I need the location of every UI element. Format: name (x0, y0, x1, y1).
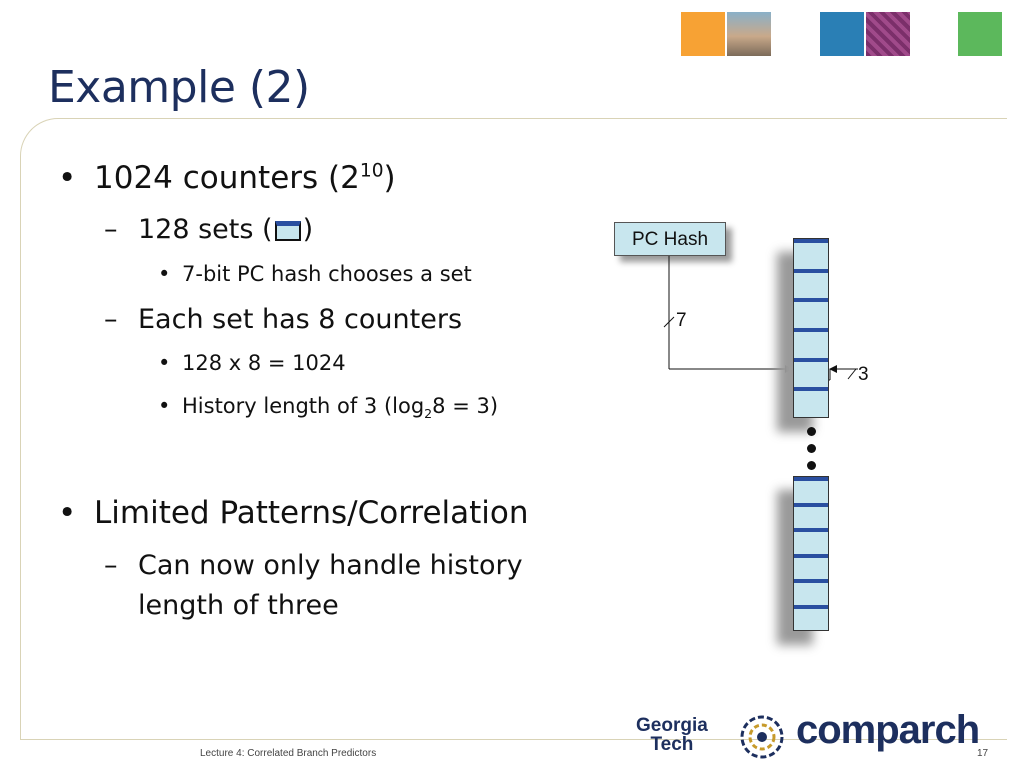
sub-bullet-1-text: 128 sets () (138, 214, 313, 245)
counter-cell (794, 298, 828, 328)
pc-hash-box: PC Hash (614, 222, 726, 256)
counter-cell (794, 239, 828, 269)
small-bullet-glyph: • (158, 394, 171, 418)
slide-title: Example (2) (48, 62, 310, 113)
header-square-photo-chip (866, 12, 910, 56)
bullet-1: • (58, 160, 76, 196)
detail-bullet-2: • (158, 351, 170, 375)
detail-3-post: 8 = 3) (432, 394, 499, 418)
wire-label-3: 3 (858, 364, 869, 385)
bullet-glyph: • (58, 495, 77, 531)
logo-tech: Tech (650, 734, 694, 755)
detail-bullet-3-text: History length of 3 (log28 = 3) (182, 394, 499, 422)
sub-bullet-2-text: Each set has 8 counters (138, 304, 463, 335)
sub-bullet-1-label: 128 sets ( (138, 214, 273, 245)
bullet-2: • (58, 495, 76, 531)
dash-glyph: – (104, 550, 118, 581)
counter-set-bottom (793, 476, 829, 631)
counter-cell (794, 327, 828, 358)
detail-3-subscript: 2 (424, 406, 433, 422)
counter-cell (794, 477, 828, 503)
bullet-2-text: Limited Patterns/Correlation (94, 495, 529, 531)
ellipsis-dot (807, 427, 816, 436)
counter-cell (794, 357, 828, 388)
sub-bullet-3-line-2: length of three (138, 590, 339, 621)
bullet-glyph: • (58, 160, 77, 196)
detail-bullet-1-text: 7-bit PC hash chooses a set (182, 262, 472, 286)
georgia-tech-logo: Georgia Tech (636, 716, 708, 754)
ellipsis-dot (807, 461, 816, 470)
counter-cell (794, 528, 828, 554)
header-square-orange (681, 12, 725, 56)
detail-bullet-1: • (158, 262, 170, 286)
counter-cell (794, 579, 828, 605)
bus-slash-7 (663, 316, 675, 328)
counter-cell (794, 604, 828, 631)
dash-glyph: – (104, 304, 118, 335)
detail-3-pre: History length of 3 (log (182, 394, 425, 418)
page-number: 17 (977, 748, 989, 759)
set-icon (274, 220, 301, 241)
bullet-1-close: ) (383, 160, 396, 196)
wire-label-7: 7 (676, 310, 687, 331)
sub-bullet-3-line-1: Can now only handle history (138, 550, 523, 581)
bullet-1-label: 1024 counters (2 (94, 160, 360, 196)
sub-bullet-1-close: ) (302, 214, 314, 245)
bullet-1-exponent: 10 (359, 160, 384, 182)
comparch-logo: comparch (796, 708, 980, 752)
counter-cell (794, 387, 828, 417)
small-bullet-glyph: • (158, 262, 171, 286)
header-square-blue (820, 12, 864, 56)
bus-slash-3 (847, 368, 857, 380)
detail-bullet-3: • (158, 394, 170, 418)
counter-cell (794, 268, 828, 299)
counter-cell (794, 502, 828, 529)
bullet-1-text: 1024 counters (210) (94, 160, 396, 196)
detail-bullet-2-text: 128 x 8 = 1024 (182, 351, 346, 375)
dash-glyph: – (104, 214, 118, 245)
counter-set-top (793, 238, 829, 418)
sub-bullet-1: – (104, 214, 118, 245)
header-square-photo-campus (727, 12, 771, 56)
ellipsis-dot (807, 444, 816, 453)
comparch-emblem-icon (740, 715, 784, 759)
counter-cell (794, 553, 828, 580)
sub-bullet-2: – (104, 304, 118, 335)
lecture-footer: Lecture 4: Correlated Branch Predictors (200, 748, 377, 759)
logo-georgia: Georgia (636, 715, 708, 736)
content-frame (20, 118, 1007, 740)
small-bullet-glyph: • (158, 351, 171, 375)
header-square-green (958, 12, 1002, 56)
sub-bullet-3: – (104, 550, 118, 581)
